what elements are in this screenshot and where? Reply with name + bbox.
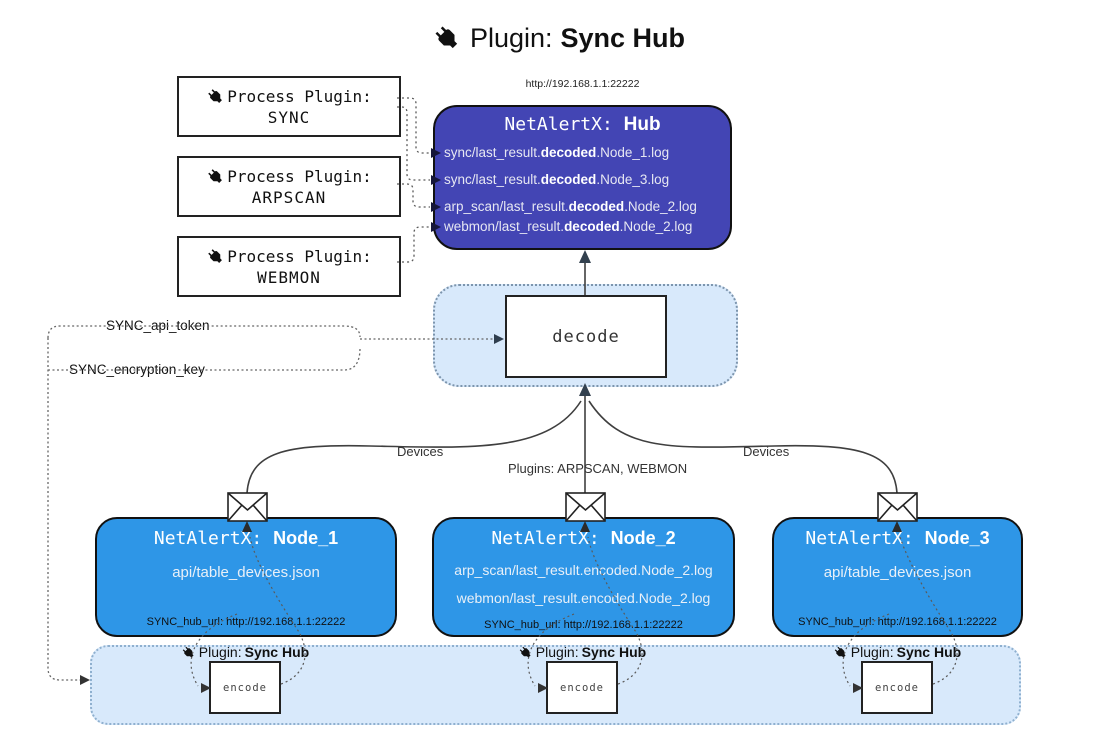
node-3-hub-url: SYNC_hub_url: http://192.168.1.1:22222 [798,616,997,628]
hub-url-label: http://192.168.1.1:22222 [525,78,640,90]
encoder-1-label: Plugin: Sync Hub [145,644,345,660]
plug-icon [182,646,194,658]
edge-label-plugins: Plugins: ARPSCAN, WEBMON [505,461,691,476]
process-plugin-label: Process Plugin: [227,246,372,266]
node-1-title: NetAlertX: Node_1 [153,528,339,549]
edge-label-devices-right: Devices [740,444,793,459]
process-plugin-name: SYNC [267,107,311,127]
edge-label-devices-left: Devices [394,444,447,459]
encoder-2-label: Plugin: Sync Hub [482,644,682,660]
page-title: Plugin: Sync Hub [0,16,1117,60]
hub-log-line: sync/last_result.decoded.Node_1.log [444,145,670,160]
node-2-title: NetAlertX: Node_2 [491,528,676,549]
process-plugin-name: WEBMON [257,267,321,287]
plug-icon [208,168,223,183]
process-plugin-arpscan: Process Plugin: ARPSCAN [177,156,401,217]
bar-in-arrowhead [80,675,90,685]
node-1-hub-url: SYNC_hub_url: http://192.168.1.1:22222 [146,616,346,628]
node-3-file: api/table_devices.json [823,564,972,581]
plugin-to-hub-connectors [397,97,430,263]
hub-log-line: arp_scan/last_result.decoded.Node_2.log [444,199,697,214]
node-2-file: webmon/last_result.encoded.Node_2.log [456,590,711,606]
encode-box-3: encode [861,661,933,714]
node-3-box [772,517,1023,637]
process-plugin-sync: Process Plugin: SYNC [177,76,401,137]
title-bold: Sync Hub [560,22,686,53]
nodes-to-decode-edges [246,396,898,494]
encode-box-2: encode [546,661,618,714]
process-plugin-webmon: Process Plugin: WEBMON [177,236,401,297]
node-1-box [95,517,397,637]
node-2-hub-url: SYNC_hub_url: http://192.168.1.1:22222 [484,619,683,631]
decode-box: decode [505,295,667,378]
plug-icon [834,646,846,658]
plug-icon [435,26,458,49]
title-prefix: Plugin: [469,22,553,53]
hub-title: NetAlertX: Hub [433,114,732,136]
plug-icon [208,248,223,263]
hub-log-line: sync/last_result.decoded.Node_3.log [444,172,670,187]
node-2-box [432,517,735,637]
sync-api-token-label: SYNC_api_token [103,318,213,333]
sync-encryption-key-label: SYNC_encryption_key [66,362,208,377]
hub-box [433,105,732,250]
node-3-title: NetAlertX: Node_3 [805,528,990,549]
hub-log-line: webmon/last_result.decoded.Node_2.log [444,219,693,234]
hub-title-bold: Hub [623,114,661,135]
encode-box-1: encode [209,661,281,714]
plug-icon [208,88,223,103]
hub-title-prefix: NetAlertX: [504,114,624,135]
process-plugin-label: Process Plugin: [227,166,372,186]
node-1-file: api/table_devices.json [172,564,320,581]
process-plugin-label: Process Plugin: [227,86,372,106]
encoder-3-label: Plugin: Sync Hub [797,644,997,660]
process-plugin-name: ARPSCAN [251,187,327,207]
node-2-file: arp_scan/last_result.encoded.Node_2.log [454,562,713,578]
plug-icon [519,646,531,658]
